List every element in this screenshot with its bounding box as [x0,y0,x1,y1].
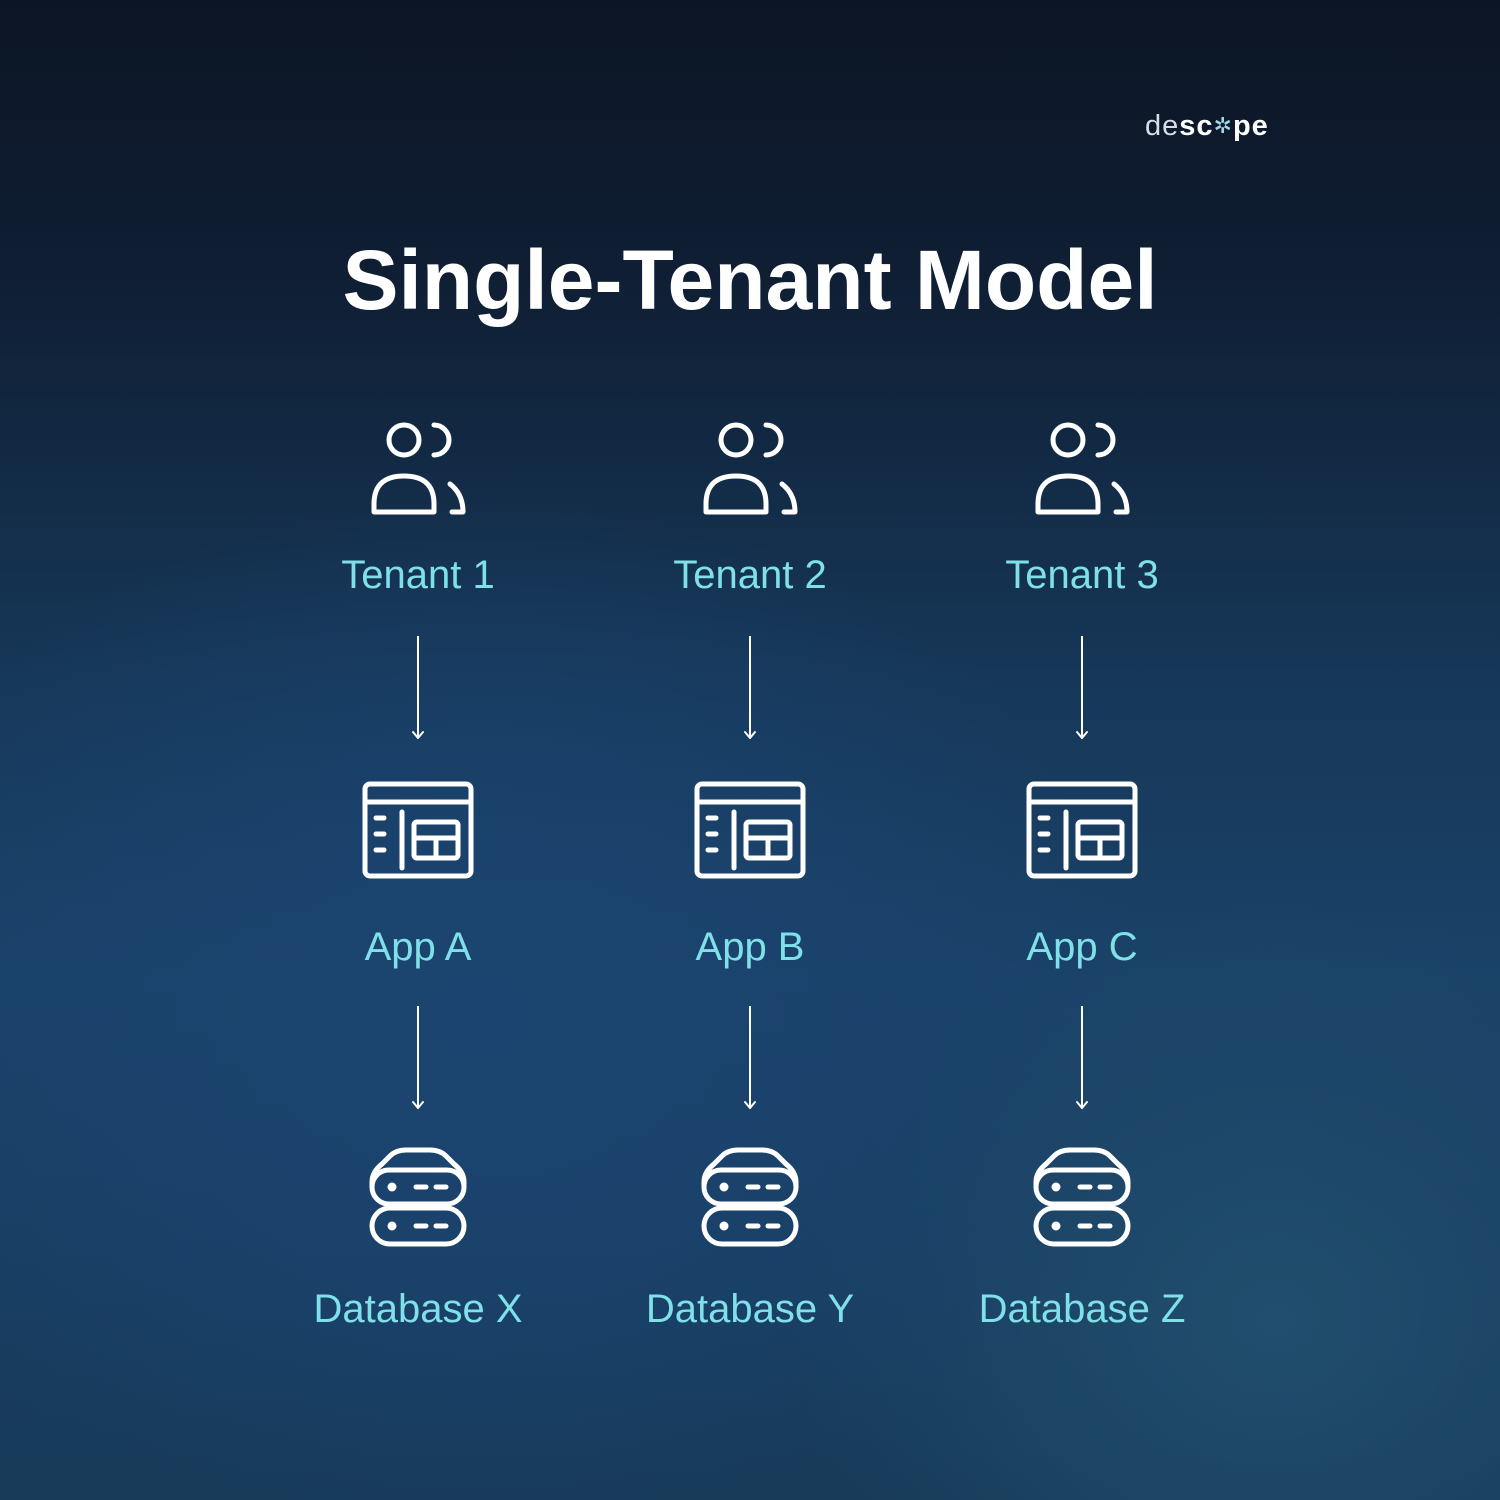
users-icon [1035,422,1130,515]
diagram-title: Single-Tenant Model [342,233,1158,327]
database-label: Database Y [645,1287,855,1331]
tenant-column-3: Tenant 3 App C [916,0,1248,1500]
database-label: Database X [313,1287,523,1331]
database-server-icon [1033,1147,1131,1247]
database-server-icon [701,1147,799,1247]
descope-logo: desc✲pe [1145,110,1269,142]
users-icon [371,422,466,515]
arrow-down-icon [1076,1006,1088,1109]
logo-mark-icon: ✲ [1213,113,1233,138]
arrow-down-icon [744,1006,756,1109]
arrow-down-icon [412,636,424,739]
tenant-column-1: Tenant 1 App A [252,0,584,1500]
tenant-label: Tenant 1 [341,553,495,597]
arrow-down-icon [1076,636,1088,739]
tenant-column-2: Tenant 2 App B [584,0,916,1500]
tenant-label: Tenant 2 [673,553,827,597]
app-label: App A [364,925,472,969]
arrow-down-icon [744,636,756,739]
app-label: App C [1026,925,1138,969]
app-window-icon [362,781,474,879]
users-icon [703,422,798,515]
app-label: App B [695,925,805,969]
database-server-icon [369,1147,467,1247]
app-window-icon [1026,781,1138,879]
app-window-icon [694,781,806,879]
database-label: Database Z [978,1287,1186,1331]
arrow-down-icon [412,1006,424,1109]
tenant-label: Tenant 3 [1005,553,1159,597]
